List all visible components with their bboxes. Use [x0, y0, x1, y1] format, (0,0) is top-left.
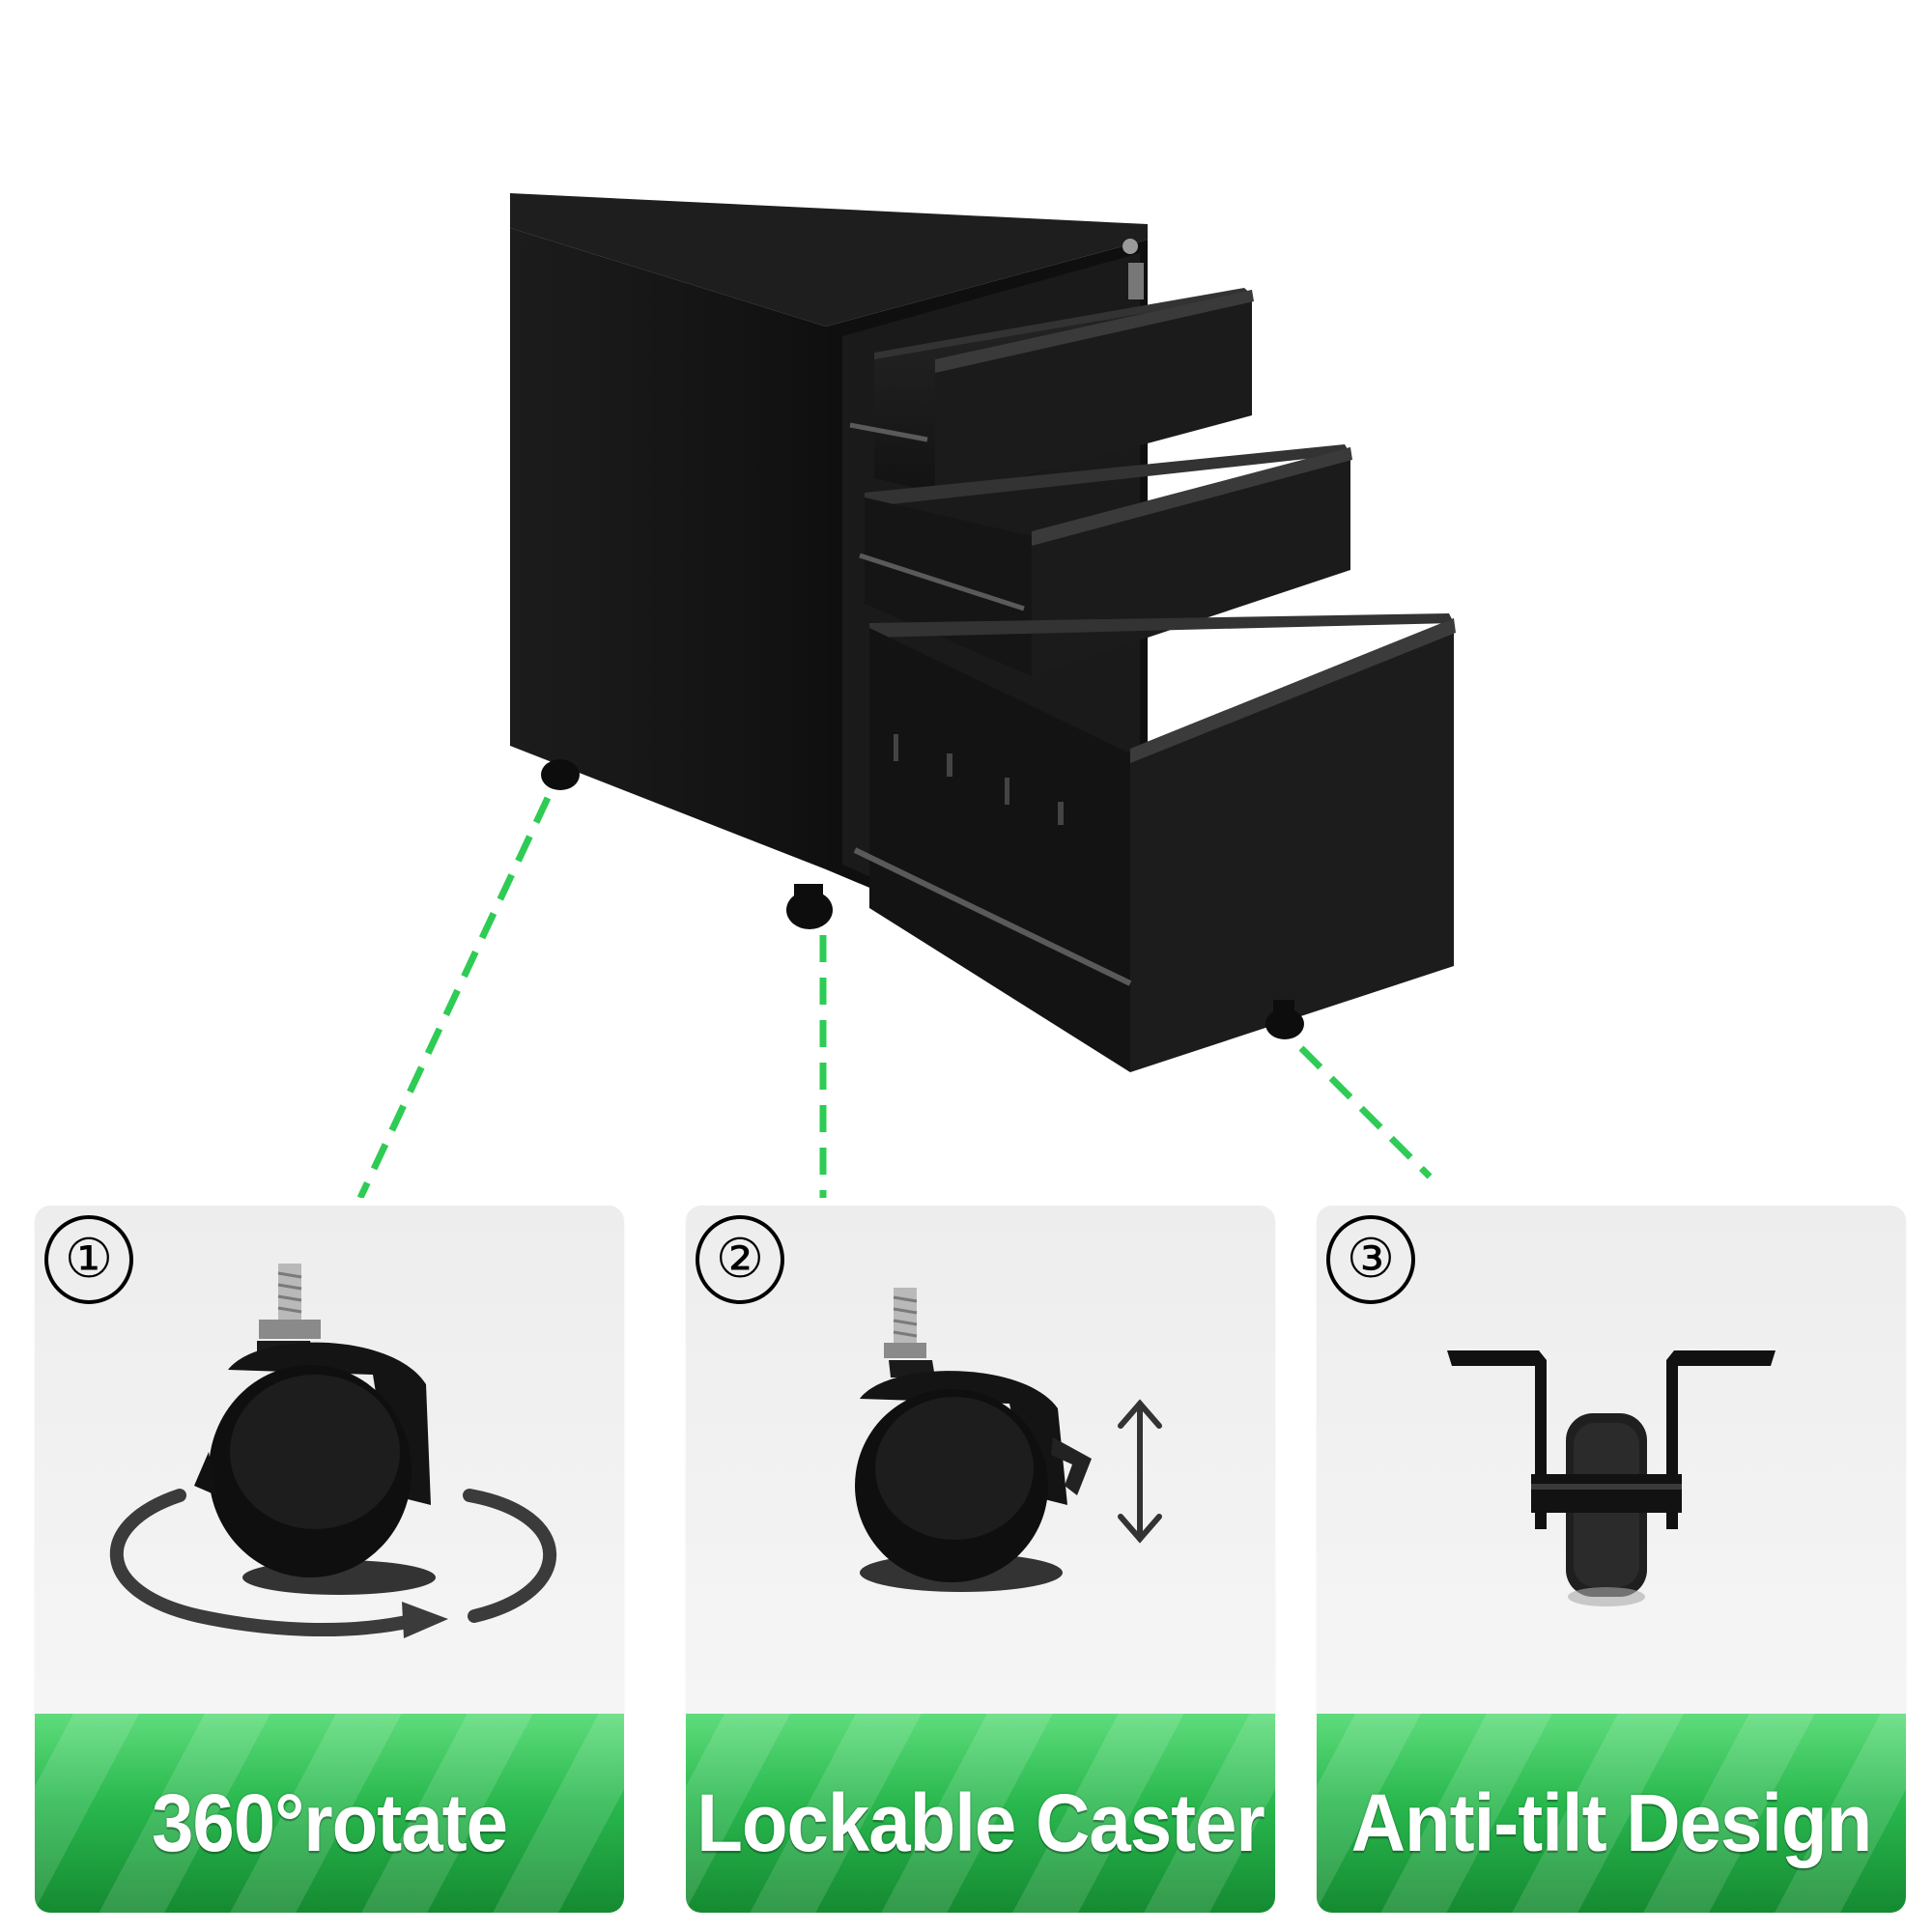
vertical-adjust-arrow: [1118, 1399, 1162, 1544]
feature-card-lockable-caster: ②: [686, 1206, 1275, 1913]
feature-label-2: Lockable Caster: [696, 1776, 1265, 1868]
anti-tilt-wheel-icon: [1447, 1350, 1776, 1606]
feature-label-3: Anti-tilt Design: [1350, 1776, 1873, 1868]
feature-number-3: ③: [1326, 1215, 1415, 1304]
caster-wheels: [541, 759, 1304, 1039]
swivel-caster-icon: [109, 1264, 557, 1638]
feature-number-1: ①: [44, 1215, 133, 1304]
feature-banner-2: Lockable Caster: [686, 1714, 1275, 1913]
feature-number-2: ②: [696, 1215, 784, 1304]
feature-label-1: 360°rotate: [151, 1776, 508, 1868]
lockable-caster-icon: [855, 1288, 1162, 1592]
connector-lines: [356, 796, 1433, 1198]
feature-banner-1: 360°rotate: [35, 1714, 624, 1913]
file-cabinet-image: [356, 193, 1456, 1198]
feature-banner-3: Anti-tilt Design: [1317, 1714, 1906, 1913]
feature-card-anti-tilt: ③ Anti-tilt Design: [1317, 1206, 1906, 1913]
feature-card-360-rotate: ① 360°rotate: [35, 1206, 624, 1913]
